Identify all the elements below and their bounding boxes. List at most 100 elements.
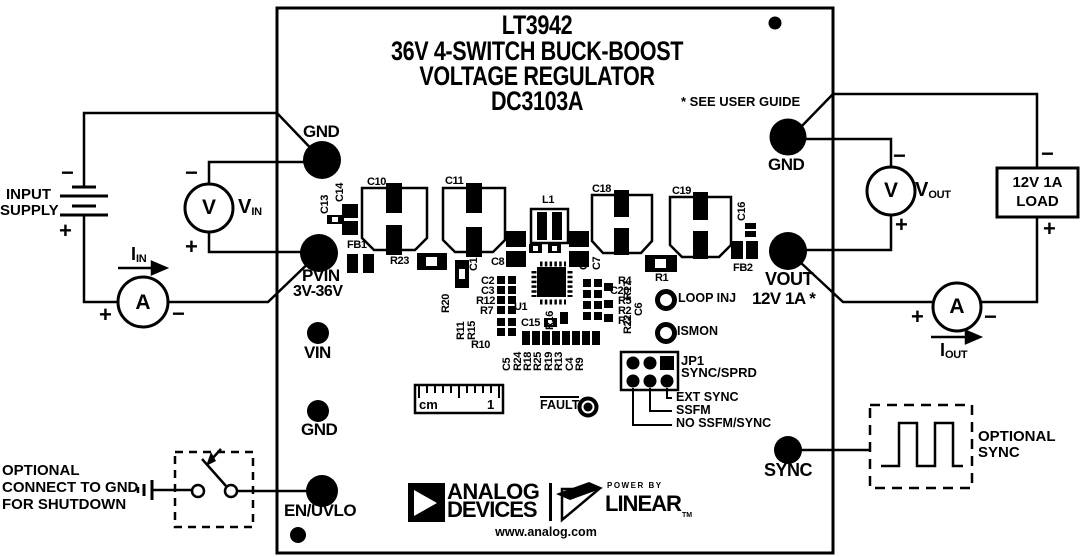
ref-r3: R3	[618, 315, 632, 327]
optional-sync-box	[868, 403, 974, 490]
ref-fb1: FB1	[347, 239, 367, 251]
vout-meter-label: VOUT	[915, 179, 951, 201]
logo-divider	[549, 483, 552, 521]
battery-minus-sign: −	[61, 160, 74, 185]
ref-c3: C3	[481, 285, 495, 297]
inductor-l1-pad	[537, 212, 547, 240]
label-ssfm: SSFM	[676, 403, 711, 417]
label-ext-sync: EXT SYNC	[676, 390, 739, 404]
wire-vout-to-ammeter	[799, 261, 933, 304]
ref-r4: R4	[618, 275, 632, 287]
wire-vin-meter-plus	[207, 232, 319, 254]
brand-tm: TM	[682, 512, 693, 519]
ammeter-iout-glyph: A	[949, 295, 965, 318]
adi-logo-triangle	[414, 490, 437, 516]
hole-top-right	[768, 16, 782, 30]
title-board-id: DC3103A	[490, 86, 584, 116]
label-gnd-top-left: GND	[303, 122, 340, 141]
vin-meter-minus: −	[185, 160, 198, 185]
ref-u1: U1	[514, 301, 528, 313]
circuit-wires	[82, 92, 1039, 493]
load-label: 12V 1A LOAD	[1012, 174, 1063, 210]
see-user-guide-note: * SEE USER GUIDE	[681, 94, 801, 109]
ref-r22: R22	[622, 315, 634, 334]
label-vout-rating: 12V 1A *	[752, 289, 816, 308]
bulk-capacitor-pads	[386, 183, 708, 259]
iout-arrowhead	[964, 329, 984, 345]
ref-r15: R15	[466, 321, 478, 340]
ref-c10: C10	[367, 176, 386, 188]
label-jp1: JP1	[681, 353, 705, 368]
pad-vout	[769, 232, 807, 270]
iout-plus-sign: +	[911, 304, 924, 329]
vout-meter-plus: +	[895, 212, 908, 237]
label-sync-sprd: SYNC/SPRD	[681, 365, 757, 380]
label-sync: SYNC	[764, 460, 813, 480]
iout-label: IOUT	[940, 340, 968, 361]
title-product: LT3942	[501, 10, 573, 40]
ref-l1: L1	[542, 194, 555, 206]
label-ismon: ISMON	[677, 324, 718, 338]
ref-c7: C7	[591, 256, 603, 270]
title-line2: 36V 4-SWITCH BUCK-BOOST	[390, 36, 684, 66]
board-pads	[290, 16, 807, 543]
brand-site: www.analog.com	[495, 525, 597, 539]
label-loop-inj: LOOP INJ	[678, 291, 737, 305]
ground-symbol	[136, 480, 154, 500]
shutdown-switch-box	[173, 450, 255, 529]
label-gnd-top-right: GND	[768, 155, 805, 174]
shutdown-note-line1: OPTIONAL	[2, 462, 80, 479]
cap-c19-body	[668, 195, 733, 259]
cm-ruler	[413, 383, 505, 415]
bulk-capacitor-outlines	[360, 186, 733, 259]
ruler-mark: 1	[487, 397, 495, 412]
pad-gnd-top-right	[769, 118, 807, 156]
title-line3: VOLTAGE REGULATOR	[419, 61, 655, 91]
ismon-testpoint	[655, 322, 677, 344]
label-pvin: PVIN	[302, 266, 340, 285]
shutdown-note-line3: FOR SHUTDOWN	[2, 496, 127, 513]
ref-c2: C2	[481, 275, 495, 287]
label-vin: VIN	[304, 343, 331, 362]
brand-devices: DEVICES	[447, 497, 538, 522]
label-gnd-bottom-left: GND	[301, 420, 338, 439]
brand-linear: LINEAR	[605, 491, 682, 516]
wire-ammeter-to-load	[981, 217, 1039, 304]
vin-meter-label: VIN	[238, 196, 262, 218]
iin-arrowhead	[150, 260, 170, 276]
iin-label: IIN	[131, 244, 147, 265]
ref-c18: C18	[592, 183, 611, 195]
inductor-l1-pad2	[552, 212, 562, 240]
brand-analog: ANALOG	[447, 479, 540, 504]
ref-r20: R20	[440, 294, 452, 313]
voltmeter-vout-circle	[865, 165, 917, 217]
load-minus-sign: −	[1041, 141, 1054, 166]
ref-c19: C19	[672, 185, 691, 197]
ref-c14: C14	[334, 183, 346, 202]
ic-u1	[531, 261, 573, 305]
voltmeter-vout-glyph: V	[883, 179, 898, 202]
wire-ammeter-to-pvin	[168, 252, 320, 304]
ammeter-iin-circle	[116, 275, 170, 329]
jumper-jp1	[619, 350, 680, 426]
vout-meter-minus: −	[893, 143, 906, 168]
pad-vin	[307, 322, 329, 344]
loop-inj-testpoint	[655, 289, 677, 311]
wire-supply-to-gnd	[82, 111, 323, 187]
adi-logo	[408, 483, 445, 522]
ref-r1: R1	[655, 272, 669, 284]
passives	[327, 204, 758, 345]
ref-r10: R10	[471, 339, 490, 351]
load-box	[995, 166, 1080, 219]
inductor-l1-body	[529, 207, 570, 245]
ref-c9: C9	[578, 256, 590, 270]
iin-minus-sign: −	[172, 301, 185, 326]
ref-c15: C15	[521, 317, 540, 329]
iin-plus-sign: +	[99, 302, 112, 327]
optional-sync-label: OPTIONAL SYNC	[978, 428, 1056, 461]
ref-r17: R17	[622, 281, 634, 300]
ref-r23: R23	[390, 255, 409, 267]
iout-minus-sign: −	[984, 304, 997, 329]
